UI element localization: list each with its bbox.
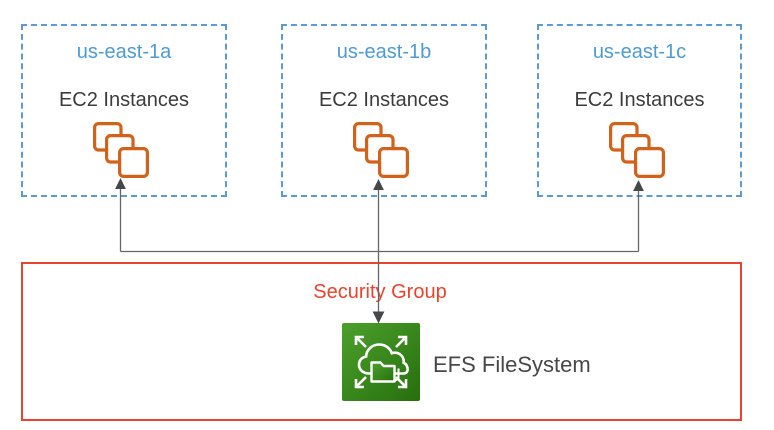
az-zone-label: us-east-1c: [592, 41, 687, 63]
ec2-instances-label: EC2 Instances: [318, 89, 450, 111]
az-box-us-east-1c: us-east-1c EC2 Instances: [537, 24, 742, 197]
ec2-instances-label: EC2 Instances: [574, 89, 705, 111]
efs-filesystem-label: EFS FileSystem: [433, 352, 591, 377]
efs-filesystem-icon: [342, 323, 420, 401]
az-zone-label: us-east-1b: [336, 41, 432, 63]
ec2-instances-icon: [353, 122, 409, 178]
security-group-label: Security Group: [313, 281, 447, 303]
ec2-instances-label: EC2 Instances: [58, 89, 190, 111]
az-box-us-east-1b: us-east-1b EC2 Instances: [281, 24, 487, 197]
az-zone-label: us-east-1a: [76, 41, 172, 63]
az-box-us-east-1a: us-east-1a EC2 Instances: [21, 24, 227, 197]
ec2-instances-icon: [93, 122, 149, 178]
ec2-instances-icon: [609, 122, 665, 178]
